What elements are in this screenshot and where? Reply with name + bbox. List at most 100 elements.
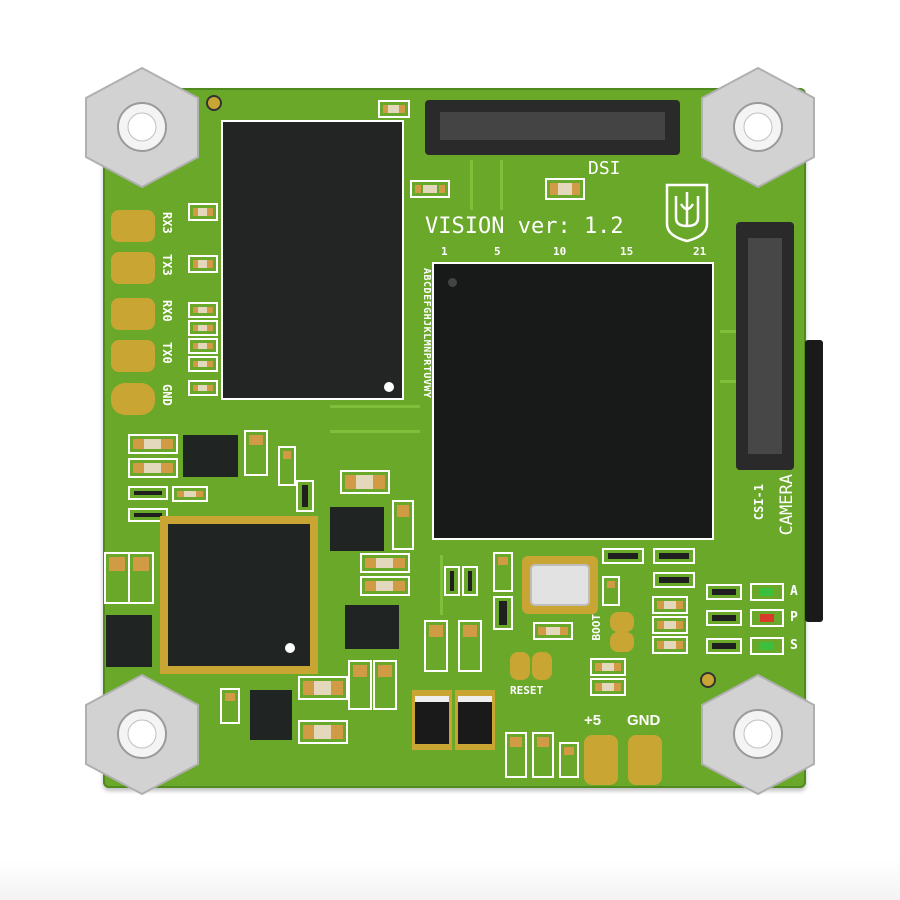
- ic-chip: [330, 507, 384, 551]
- trace: [720, 380, 740, 383]
- capacitor: [128, 458, 178, 478]
- resistor: [296, 480, 314, 512]
- capacitor: [188, 255, 218, 273]
- capacitor: [532, 732, 554, 778]
- reset-label: RESET: [510, 684, 544, 697]
- capacitor: [533, 622, 573, 640]
- dsi-label: DSI: [588, 158, 621, 179]
- resistor: [706, 584, 742, 600]
- capacitor: [652, 596, 688, 614]
- ic-chip: [345, 605, 399, 649]
- capacitor: [244, 430, 268, 476]
- pad-label: GND: [160, 384, 174, 406]
- resistor: [128, 486, 168, 500]
- capacitor: [128, 552, 154, 604]
- led-label: S: [790, 638, 798, 653]
- board-title: VISION ver: 1.2: [425, 214, 624, 239]
- dsi-connector-slot: [440, 112, 665, 140]
- led-s: [750, 637, 784, 655]
- diode: [415, 696, 449, 744]
- crystal-oscillator: [530, 564, 590, 606]
- power-label-5v: +5: [584, 712, 602, 729]
- boot-pad: [610, 632, 634, 652]
- trace: [470, 160, 473, 210]
- capacitor: [378, 100, 410, 118]
- bga-row-letters: ABCDEFGHJKLMNPRTUVWY: [421, 268, 432, 399]
- camera-ribbon-slot: [805, 340, 823, 622]
- bga-col-number: 5: [494, 245, 501, 258]
- main-soc-chip: [432, 262, 714, 540]
- capacitor: [104, 552, 130, 604]
- capacitor: [128, 434, 178, 454]
- pad-tx3: [111, 252, 155, 284]
- led-label: P: [790, 610, 798, 625]
- floor-shadow: [0, 860, 900, 900]
- bga-col-number: 21: [693, 245, 707, 258]
- capacitor: [410, 180, 450, 198]
- pad-rx3: [111, 210, 155, 242]
- capacitor: [590, 678, 626, 696]
- capacitor: [373, 660, 397, 710]
- resistor: [706, 610, 742, 626]
- capacitor: [278, 446, 296, 486]
- trace: [500, 160, 503, 210]
- capacitor: [652, 636, 688, 654]
- trace: [720, 330, 740, 333]
- pin1-marker: [384, 382, 394, 392]
- capacitor: [360, 553, 410, 573]
- capacitor: [298, 676, 348, 700]
- power-pad-gnd: [628, 735, 662, 785]
- bga-col-number: 15: [620, 245, 634, 258]
- pin1-marker: [448, 278, 457, 287]
- standoff-bottom-left: [85, 673, 199, 796]
- resistor: [462, 566, 478, 596]
- pad-label: TX3: [160, 254, 174, 276]
- standoff-top-left: [85, 66, 199, 189]
- capacitor: [298, 720, 348, 744]
- resistor: [653, 548, 695, 564]
- standoff-top-right: [701, 66, 815, 189]
- led-p: [750, 609, 784, 627]
- capacitor: [559, 742, 579, 778]
- capacitor: [652, 616, 688, 634]
- ic-chip: [106, 615, 152, 667]
- resistor: [493, 596, 513, 630]
- resistor: [602, 548, 644, 564]
- capacitor: [505, 732, 527, 778]
- capacitor: [188, 338, 218, 354]
- capacitor: [340, 470, 390, 494]
- pad-gnd: [111, 383, 155, 415]
- capacitor: [392, 500, 414, 550]
- capacitor: [188, 302, 218, 318]
- diode: [458, 696, 492, 744]
- capacitor: [590, 658, 626, 676]
- standoff-bottom-right: [701, 673, 815, 796]
- ukraine-trident-icon: [665, 183, 709, 243]
- power-pad-5v: [584, 735, 618, 785]
- resistor: [444, 566, 460, 596]
- capacitor: [172, 486, 208, 502]
- resistor: [706, 638, 742, 654]
- capacitor: [458, 620, 482, 672]
- capacitor: [545, 178, 585, 200]
- reset-pad: [510, 652, 530, 680]
- ic-chip: [183, 435, 238, 477]
- pin1-marker: [285, 643, 295, 653]
- pad-label: RX0: [160, 300, 174, 322]
- boot-label: BOOT: [590, 614, 603, 641]
- capacitor: [348, 660, 372, 710]
- ic-chip: [250, 690, 292, 740]
- led-label: A: [790, 584, 798, 599]
- capacitor: [188, 203, 218, 221]
- csi-connector-slot: [748, 238, 782, 454]
- capacitor: [188, 356, 218, 372]
- fiducial: [206, 95, 222, 111]
- resistor: [128, 508, 168, 522]
- power-label-gnd: GND: [627, 712, 661, 729]
- trace: [330, 405, 420, 408]
- boot-pad: [610, 612, 634, 632]
- capacitor: [220, 688, 240, 724]
- trace: [330, 430, 420, 433]
- mcu-chip: [168, 524, 310, 666]
- pad-label: TX0: [160, 342, 174, 364]
